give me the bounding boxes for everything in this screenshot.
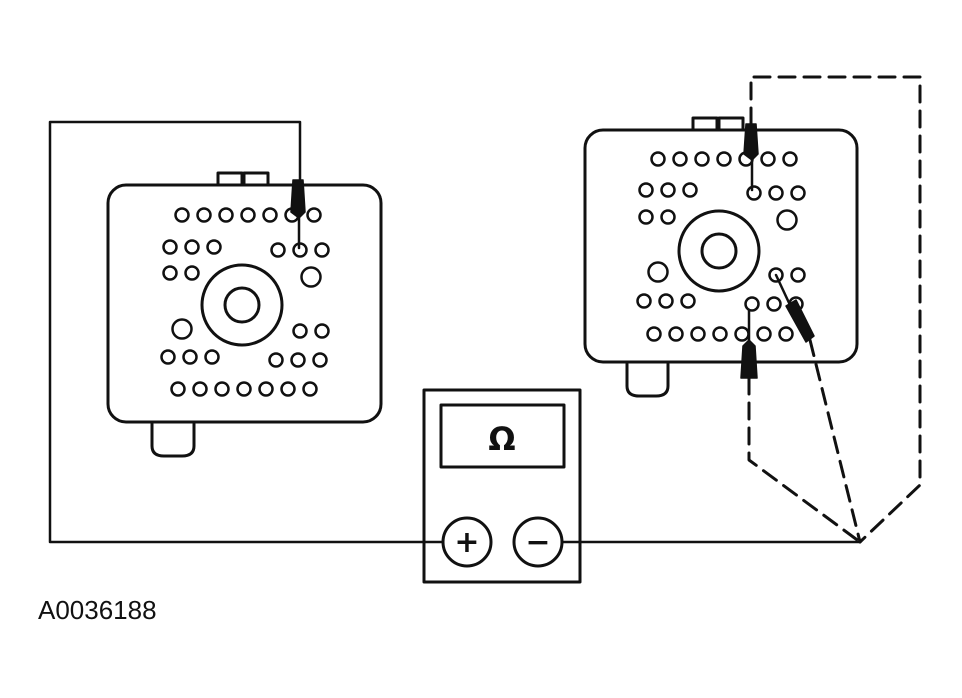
- left-connector-body: [106, 183, 383, 424]
- left-connector-center-hole: [223, 286, 261, 324]
- right-connector-top-probe: [743, 123, 759, 192]
- right-connector-body: [583, 128, 859, 364]
- positive-terminal-label: +: [454, 525, 479, 560]
- dashed-lead-bottom: [747, 376, 862, 544]
- left-connector-hook: [150, 422, 196, 458]
- right-connector-center-ring: [677, 209, 761, 293]
- dashed-lead-top: [749, 75, 922, 544]
- left-connector-latch: [216, 171, 244, 187]
- left-connector-pins: [160, 207, 330, 397]
- right-connector-angled-probe: [774, 273, 815, 343]
- right-connector-bottom-probe: [740, 308, 758, 379]
- right-connector-hook: [625, 362, 670, 398]
- right-connector-pins: [636, 151, 806, 342]
- positive-lead: [48, 120, 445, 544]
- left-connector-latch: [242, 171, 270, 187]
- solid-leads: [48, 120, 862, 544]
- figure-id: A0036188: [38, 595, 157, 625]
- ohmmeter-display: [439, 403, 566, 469]
- left-connector: [106, 171, 383, 458]
- right-connector-latch: [717, 116, 745, 132]
- ohm-symbol: Ω: [488, 420, 515, 458]
- dashed-lead-angled: [808, 338, 862, 544]
- ohmmeter-body: [422, 388, 582, 584]
- left-connector-probe: [290, 179, 306, 250]
- dashed-leads: [747, 75, 922, 544]
- left-connector-center-ring: [200, 263, 284, 347]
- right-connector-latch: [691, 116, 719, 132]
- right-connector-center-hole: [700, 232, 738, 270]
- negative-terminal-label: −: [525, 525, 550, 560]
- ohmmeter: Ω + −: [422, 388, 582, 584]
- right-connector: [583, 116, 859, 398]
